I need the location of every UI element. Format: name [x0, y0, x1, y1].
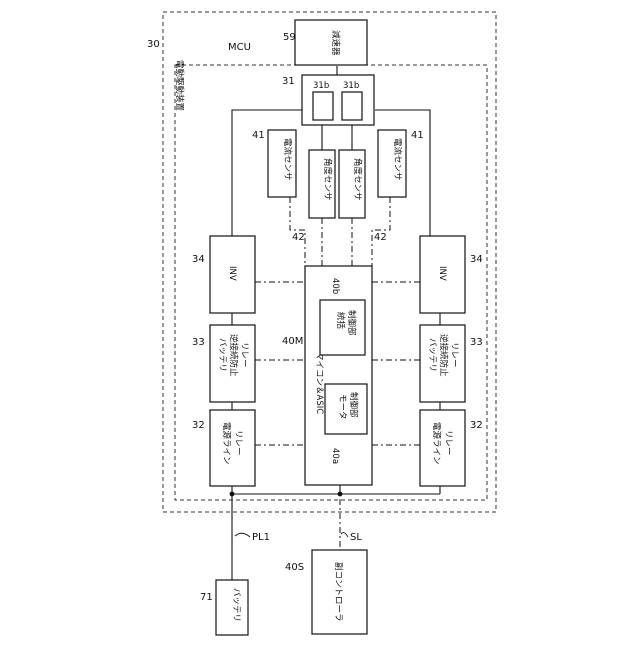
ref-42-right: 42 — [374, 232, 387, 243]
relay33-left-label-2: 逆接続防止 — [228, 334, 239, 377]
current-sensor-left-label: 電流センサ — [282, 138, 293, 181]
ref-33-right: 33 — [470, 337, 483, 348]
ref-30: 30 — [147, 39, 160, 50]
winding-right — [342, 92, 362, 120]
relay33-right-label-2: 逆接続防止 — [438, 334, 449, 377]
subcontroller-label: 副コントローラ — [333, 562, 344, 622]
motor-control-label-1: モータ — [337, 394, 347, 420]
relay33-right-label-1: バッテリ — [427, 338, 437, 372]
junction-left — [230, 492, 235, 497]
relay32-right-label-1: 電源ライン — [431, 422, 441, 465]
battery-label: バッテリ — [231, 588, 241, 622]
lead-pl1 — [235, 533, 250, 537]
asic-label: マイコン＆ASIC — [314, 352, 324, 414]
ref-41-right: 41 — [411, 130, 424, 141]
relay32-left-label-1: 電源ライン — [221, 422, 231, 465]
relay32-left-label-2: リレー — [233, 430, 243, 456]
ref-42-left: 42 — [292, 232, 305, 243]
ref-31b-right: 31b — [343, 81, 359, 91]
relay33-left-label-1: バッテリ — [217, 338, 227, 372]
relay32-right-label-2: リレー — [443, 430, 453, 456]
relay33-left-label-3: リレー — [239, 342, 249, 368]
angle-sensor-right-label: 角度センサ — [352, 158, 363, 201]
ref-40b: 40b — [330, 278, 340, 294]
ref-41-left: 41 — [252, 130, 265, 141]
ref-31b-left: 31b — [313, 81, 329, 91]
inv-left-label: INV — [227, 266, 237, 281]
ref-59: 59 — [283, 32, 296, 43]
ref-40M: 40M — [282, 336, 303, 347]
relay32-left-box — [210, 410, 255, 486]
ref-pl1: PL1 — [252, 532, 270, 543]
ref-34-left: 34 — [192, 254, 205, 265]
ref-32-left: 32 — [192, 420, 205, 431]
ref-31: 31 — [282, 76, 295, 87]
current-sensor-right-label: 電流センサ — [392, 138, 403, 181]
ref-34-right: 34 — [470, 254, 483, 265]
inv-right-label: INV — [437, 266, 447, 281]
ref-40a: 40a — [330, 448, 340, 464]
ref-33-left: 33 — [192, 337, 205, 348]
unified-control-label-2: 制御部 — [346, 310, 357, 336]
ref-mcu: MCU — [228, 42, 251, 53]
angle-sensor-left-label: 角度センサ — [322, 158, 333, 201]
ref-32-right: 32 — [470, 420, 483, 431]
ref-71: 71 — [200, 592, 213, 603]
lead-sl — [341, 533, 348, 537]
motor-control-label-2: 制御部 — [348, 392, 359, 418]
unified-control-label-1: 統括 — [335, 312, 346, 330]
winding-left — [313, 92, 333, 120]
device-label: 電動駆動装置 — [174, 60, 185, 112]
relay33-right-label-3: リレー — [449, 342, 459, 368]
ref-sl: SL — [350, 532, 362, 543]
ref-40S: 40S — [285, 562, 304, 573]
relay32-right-box — [420, 410, 465, 486]
reducer-label: 減速器 — [330, 30, 341, 56]
